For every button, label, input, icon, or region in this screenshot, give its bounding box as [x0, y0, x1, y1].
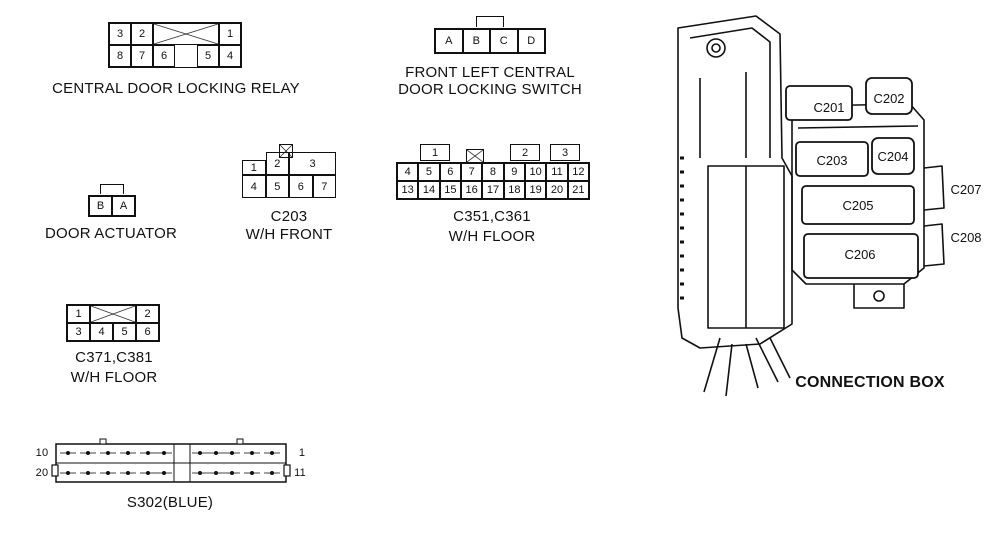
c371-label-line2: W/H FLOOR — [70, 369, 158, 386]
c351-pin: 19 — [525, 181, 547, 199]
relay-gap — [175, 45, 197, 67]
c203-pin: 5 — [265, 175, 289, 198]
c351-label-line2: W/H FLOOR — [448, 228, 536, 245]
c203-box-label: C203 — [816, 153, 847, 168]
c351-pin: 9 — [503, 163, 525, 181]
c204-plug — [871, 137, 915, 175]
c351-pin: 2 — [510, 144, 540, 161]
bracket-hole-icon — [873, 290, 885, 302]
c351-pin: 13 — [397, 181, 419, 199]
c202-plug — [865, 77, 913, 115]
c201-plug — [785, 85, 853, 121]
c202-label: C202 — [873, 91, 904, 106]
switch-pin: C — [490, 29, 518, 53]
s302-body — [51, 438, 291, 483]
c351-pin: 14 — [418, 181, 440, 199]
relay-pin: 3 — [109, 23, 131, 45]
c371-pin: 1 — [67, 305, 90, 323]
c351-pin: 8 — [482, 163, 504, 181]
c208-shape — [923, 223, 945, 267]
relay-pin: 5 — [197, 45, 219, 67]
relay-blank-pin — [153, 23, 219, 45]
c351-pin: 5 — [418, 163, 440, 181]
switch-pin: D — [517, 29, 545, 53]
c351-pin: 20 — [546, 181, 568, 199]
c208-label: C208 — [950, 230, 981, 245]
relay-pin: 4 — [219, 45, 241, 67]
switch-pin: A — [435, 29, 463, 53]
c203-plug — [795, 141, 869, 177]
c203-pin: 3 — [289, 152, 336, 175]
c351-pin: 17 — [482, 181, 504, 199]
mount-hole-icon — [706, 38, 726, 58]
s302-label: S302(BLUE) — [126, 494, 214, 511]
c351-pin: 7 — [461, 163, 483, 181]
switch-pin: B — [462, 29, 490, 53]
relay-pin: 7 — [131, 45, 153, 67]
c203-key — [279, 144, 293, 158]
c371-blank-pin — [90, 305, 136, 323]
c351-pin: 18 — [503, 181, 525, 199]
c203-pin: 1 — [242, 160, 266, 175]
s302-pin-label: 11 — [294, 467, 306, 479]
relay-pin: 1 — [219, 23, 241, 45]
c351-pin: 21 — [567, 181, 589, 199]
c351-pin: 16 — [461, 181, 483, 199]
c371-pin: 3 — [67, 323, 90, 341]
relay-pin: 8 — [109, 45, 131, 67]
c351-pin: 4 — [397, 163, 419, 181]
fuse-housing — [677, 15, 793, 349]
actuator-pin: B — [89, 196, 112, 216]
c206-label: C206 — [844, 247, 875, 262]
relay-pin: 6 — [153, 45, 175, 67]
connection-box-label: CONNECTION BOX — [795, 374, 945, 391]
c351-pin: 3 — [550, 144, 580, 161]
actuator-latch — [100, 184, 124, 194]
switch-label-line2: DOOR LOCKING SWITCH — [398, 81, 582, 98]
c351-pin: 15 — [439, 181, 461, 199]
s302-pin-label: 20 — [35, 467, 49, 479]
c351-label-line1: C351,C361 — [453, 208, 531, 225]
relay-label: CENTRAL DOOR LOCKING RELAY — [52, 80, 300, 97]
c207-shape — [923, 165, 945, 211]
s302-pin-label: 1 — [298, 447, 306, 459]
relay-pin: 2 — [131, 23, 153, 45]
switch-label-line1: FRONT LEFT CENTRAL — [405, 64, 575, 81]
c371-pin: 2 — [136, 305, 159, 323]
actuator-label: DOOR ACTUATOR — [44, 225, 178, 242]
c351-pin: 1 — [420, 144, 450, 161]
c371-label-line1: C371,C381 — [75, 349, 153, 366]
c206-plug — [803, 233, 919, 279]
c203-label-line1: C203 — [270, 208, 308, 225]
s302-pin-label: 10 — [35, 447, 49, 459]
c203-label-line2: W/H FRONT — [245, 226, 333, 243]
c371-pin: 5 — [113, 323, 136, 341]
c207-label: C207 — [950, 182, 981, 197]
c201-label: C201 — [813, 100, 844, 115]
c351-pin: 10 — [525, 163, 547, 181]
switch-latch — [476, 16, 504, 27]
c203-pin: 6 — [289, 175, 313, 198]
c205-label: C205 — [842, 198, 873, 213]
c203-pin: 4 — [242, 175, 266, 198]
c351-key — [466, 149, 484, 163]
c351-pin: 6 — [439, 163, 461, 181]
connection-box-drawing: C201 C202 C203 C204 C205 C206 C207 C208 — [677, 15, 982, 397]
c204-label: C204 — [877, 149, 908, 164]
c351-pin: 12 — [567, 163, 589, 181]
c205-plug — [801, 185, 915, 225]
c203-pin: 7 — [312, 175, 336, 198]
actuator-pin: A — [112, 196, 135, 216]
c371-pin: 4 — [90, 323, 113, 341]
c371-pin: 6 — [136, 323, 159, 341]
c351-pin: 11 — [546, 163, 568, 181]
